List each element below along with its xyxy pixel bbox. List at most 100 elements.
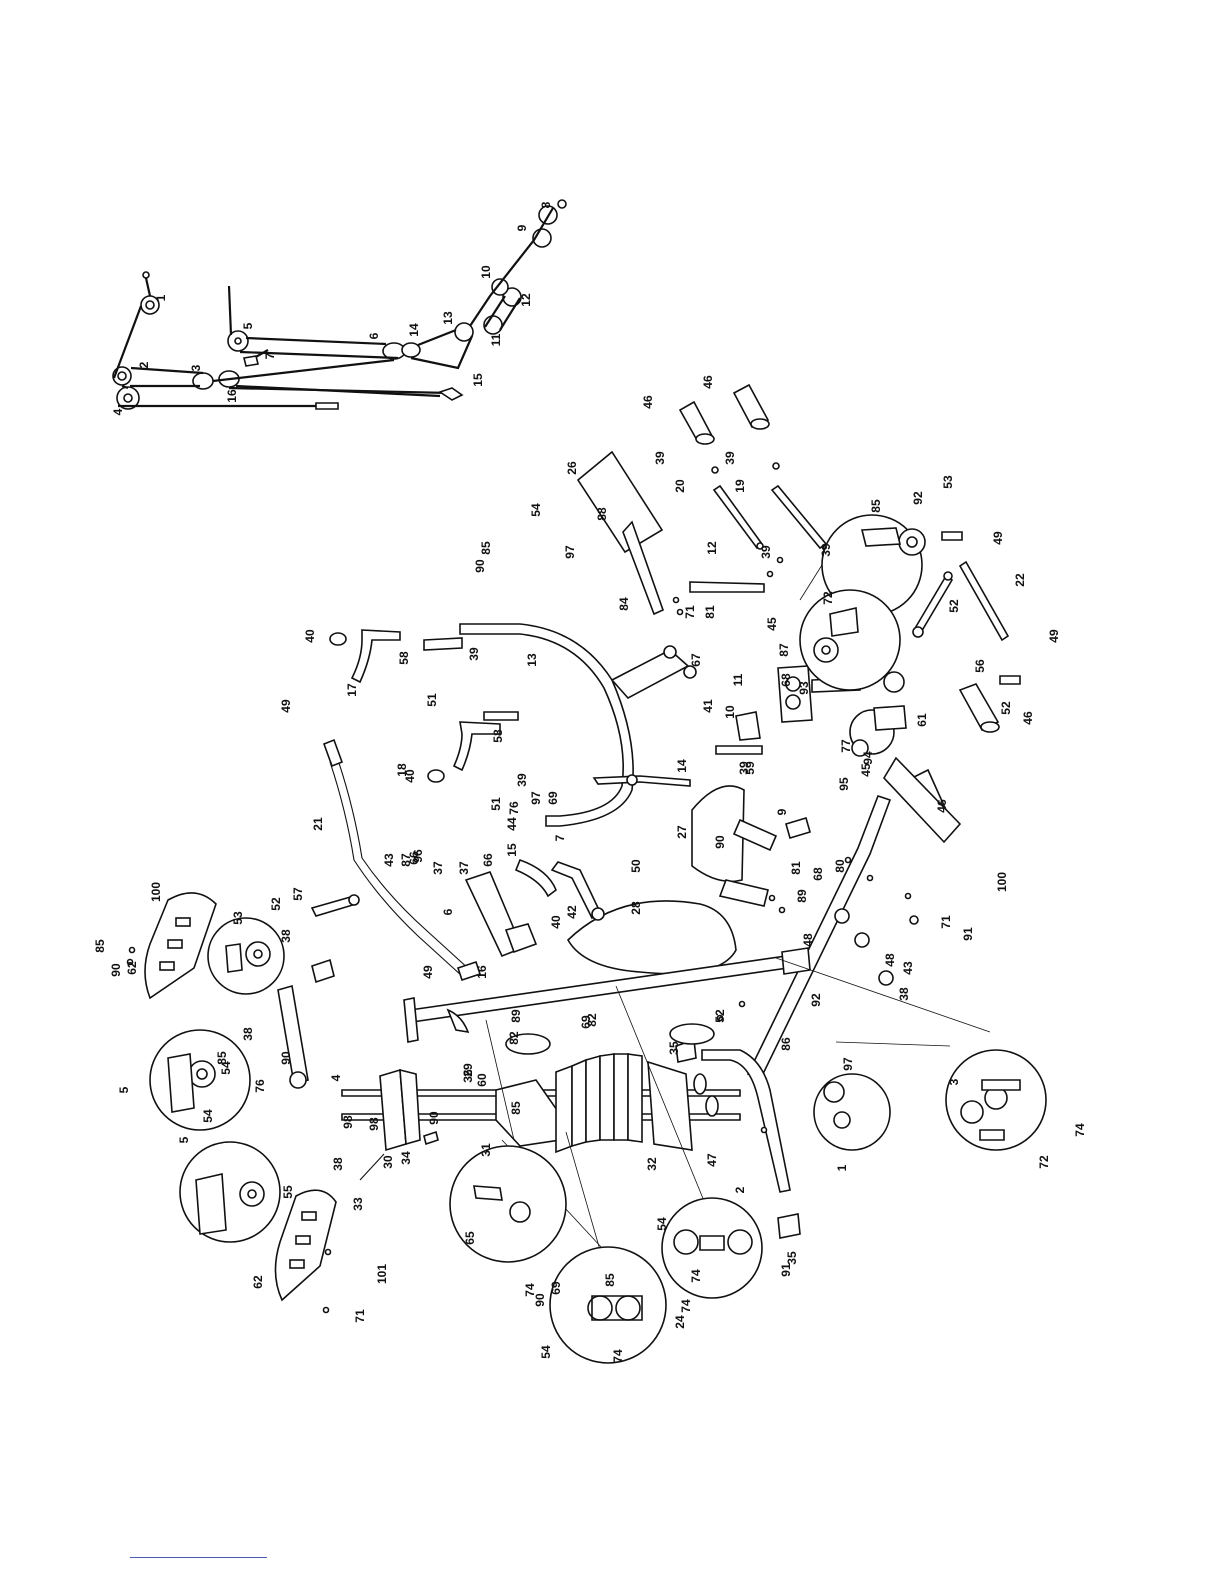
main-label-94: 66 bbox=[407, 851, 421, 865]
pulley-detail-inline bbox=[446, 1008, 715, 1055]
main-label-66: 49 bbox=[421, 965, 435, 979]
main-label-41: 39 bbox=[653, 451, 667, 465]
main-label-100: 69 bbox=[579, 1015, 593, 1029]
main-label-55: 44 bbox=[505, 817, 519, 831]
weight-plates-32 bbox=[495, 1053, 693, 1154]
main-label-8: 9 bbox=[775, 808, 789, 815]
main-label-81: 54 bbox=[201, 1109, 215, 1123]
main-label-117: 81 bbox=[789, 861, 803, 875]
main-label-107: 74 bbox=[611, 1349, 625, 1363]
main-label-21: 22 bbox=[1013, 573, 1027, 587]
main-label-40: 38 bbox=[897, 987, 911, 1001]
cable-56 bbox=[912, 571, 954, 638]
pulley-13 bbox=[454, 322, 474, 342]
main-label-28: 31 bbox=[479, 1143, 493, 1157]
main-label-59: 46 bbox=[701, 375, 715, 389]
main-label-50: 40 bbox=[549, 915, 563, 929]
detail-circle-65 bbox=[449, 1145, 567, 1263]
frame-13 bbox=[459, 623, 697, 827]
main-label-32: 35 bbox=[667, 1041, 681, 1055]
bracket-12 bbox=[622, 520, 765, 616]
main-label-15: 16 bbox=[475, 965, 489, 979]
pins-49-right bbox=[941, 531, 1021, 685]
main-label-29: 32 bbox=[645, 1157, 659, 1171]
main-label-43: 39 bbox=[759, 545, 773, 559]
main-label-69: 50 bbox=[629, 859, 643, 873]
main-label-83: 55 bbox=[281, 1185, 295, 1199]
handle-18 bbox=[427, 711, 519, 783]
pulley-label-0: 1 bbox=[154, 294, 168, 301]
pulleys-47 bbox=[693, 1073, 719, 1117]
main-label-70: 51 bbox=[425, 693, 439, 707]
main-label-150: 98 bbox=[341, 1115, 355, 1129]
detail-circle-53 bbox=[207, 917, 285, 995]
main-label-152: 100 bbox=[149, 882, 163, 902]
front-leg-1 bbox=[746, 756, 962, 1082]
main-label-78: 54 bbox=[529, 503, 543, 517]
main-label-131: 89 bbox=[795, 889, 809, 903]
main-label-99: 69 bbox=[546, 791, 560, 805]
main-label-24: 27 bbox=[675, 825, 689, 839]
main-label-126: 85 bbox=[509, 1101, 523, 1115]
main-label-88: 59 bbox=[743, 761, 757, 775]
main-label-114: 77 bbox=[839, 739, 853, 753]
pulley-label-2: 3 bbox=[189, 364, 203, 371]
cable-run-1 bbox=[112, 277, 204, 390]
main-label-96: 67 bbox=[689, 653, 703, 667]
main-label-33: 35 bbox=[785, 1251, 799, 1265]
cable-57-chain bbox=[310, 894, 360, 917]
main-label-61: 46 bbox=[935, 799, 949, 813]
main-label-86: 58 bbox=[397, 651, 411, 665]
main-label-89: 60 bbox=[475, 1073, 489, 1087]
main-label-130: 88 bbox=[595, 507, 609, 521]
main-label-46: 39 bbox=[515, 773, 529, 787]
main-label-31: 34 bbox=[399, 1151, 413, 1165]
main-label-138: 90 bbox=[533, 1293, 547, 1307]
main-label-11: 12 bbox=[705, 541, 719, 555]
main-label-109: 74 bbox=[1073, 1123, 1087, 1137]
main-label-22: 24 bbox=[673, 1315, 687, 1329]
main-label-97: 68 bbox=[779, 673, 793, 687]
pulley-label-3: 4 bbox=[111, 408, 125, 415]
pulley-12 bbox=[502, 287, 522, 307]
arm-assembly-6-16 bbox=[464, 858, 557, 958]
main-label-27: 30 bbox=[381, 1155, 395, 1169]
main-label-49: 40 bbox=[403, 769, 417, 783]
arm-9-bracket bbox=[718, 817, 811, 907]
detail-circle-far-right bbox=[945, 1049, 1047, 1151]
main-label-128: 87 bbox=[777, 643, 791, 657]
post-5-upper bbox=[277, 958, 335, 1089]
detail-circle-lower-left bbox=[179, 1141, 281, 1243]
main-label-118: 82 bbox=[507, 1031, 521, 1045]
main-label-135: 90 bbox=[109, 963, 123, 977]
roller-pads-46 bbox=[678, 383, 770, 445]
detail-circle-mid-right bbox=[799, 589, 901, 691]
main-label-52: 42 bbox=[565, 905, 579, 919]
main-label-141: 92 bbox=[911, 491, 925, 505]
main-label-144: 94 bbox=[861, 751, 875, 765]
main-label-62: 47 bbox=[705, 1153, 719, 1167]
pulley-label-1: 2 bbox=[137, 361, 151, 368]
main-label-80: 54 bbox=[655, 1217, 669, 1231]
main-label-48: 40 bbox=[303, 629, 317, 643]
cable-routing-inset bbox=[112, 199, 567, 410]
pulley-label-11: 12 bbox=[519, 293, 533, 307]
pulley-1 bbox=[140, 271, 160, 315]
main-label-104: 71 bbox=[939, 915, 953, 929]
main-label-120: 84 bbox=[617, 597, 631, 611]
pulley-label-7: 8 bbox=[539, 201, 553, 208]
main-label-149: 97 bbox=[841, 1057, 855, 1071]
main-label-39: 38 bbox=[331, 1157, 345, 1171]
pulley-label-14: 15 bbox=[471, 373, 485, 387]
pulley-5 bbox=[227, 330, 249, 352]
main-label-79: 54 bbox=[219, 1061, 233, 1075]
main-label-1: 2 bbox=[733, 1186, 747, 1193]
main-label-113: 76 bbox=[507, 801, 521, 815]
main-label-82: 54 bbox=[539, 1345, 553, 1359]
footer-rule bbox=[130, 1557, 267, 1558]
main-label-44: 39 bbox=[819, 543, 833, 557]
main-label-20: 21 bbox=[311, 817, 325, 831]
main-label-153: 100 bbox=[995, 872, 1009, 892]
main-label-85: 57 bbox=[291, 887, 305, 901]
